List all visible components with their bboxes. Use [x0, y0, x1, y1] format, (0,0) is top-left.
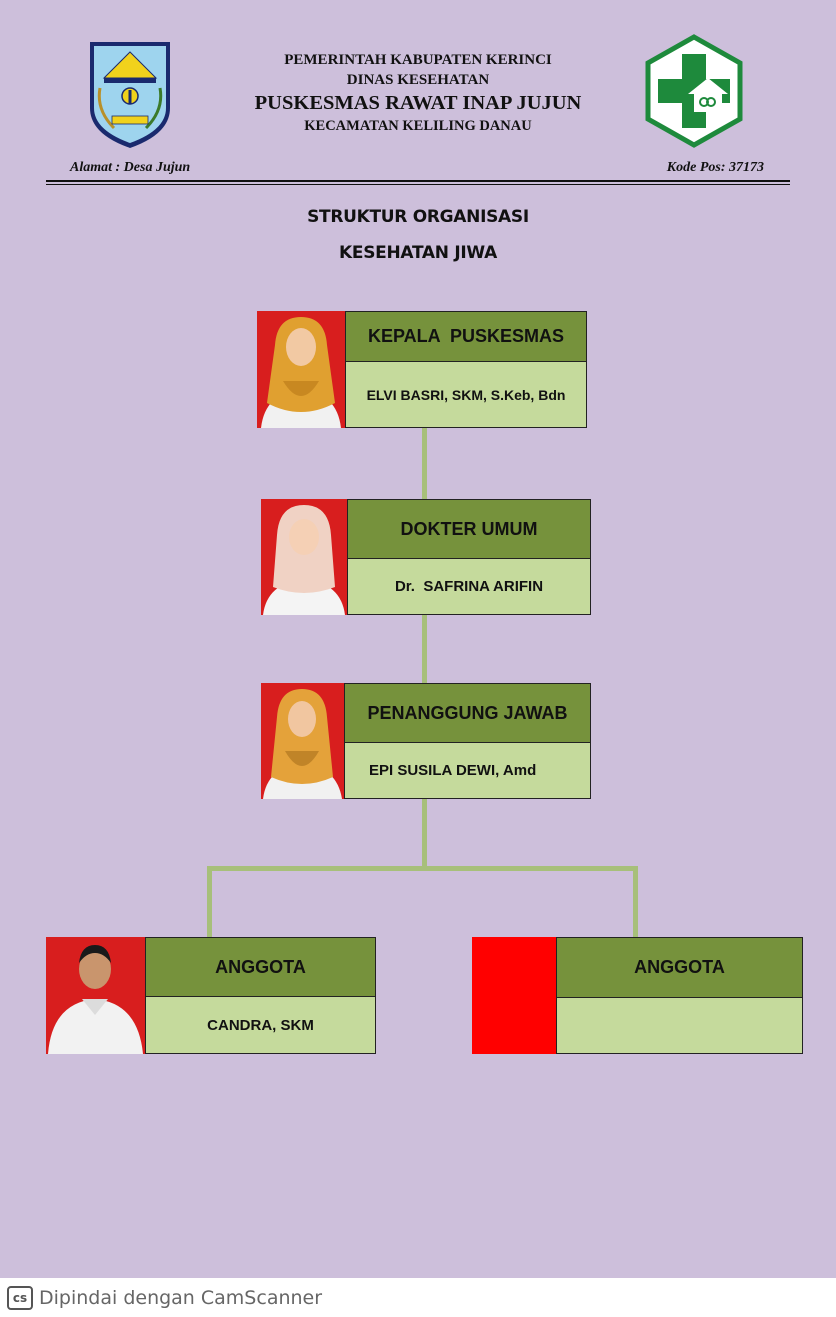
letterhead-text: PEMERINTAH KABUPATEN KERINCI DINAS KESEH…	[180, 50, 656, 136]
letterhead-line-4: KECAMATAN KELILING DANAU	[304, 118, 532, 134]
org-node-doctor: DOKTER UMUM Dr. SAFRINA ARIFIN	[261, 499, 591, 615]
document-page: PEMERINTAH KABUPATEN KERINCI DINAS KESEH…	[0, 0, 836, 1278]
connector-head-doctor	[422, 427, 427, 500]
letterhead-line-3: PUSKESMAS RAWAT INAP JUJUN	[254, 92, 582, 114]
postal-code-text: Kode Pos: 37173	[666, 160, 764, 175]
photo-member-1	[46, 937, 145, 1054]
camscanner-logo-icon: cs	[7, 1285, 33, 1310]
org-node-member-2: ANGGOTA	[472, 937, 803, 1054]
address-text: Alamat : Desa Jujun	[70, 160, 191, 175]
connector-doctor-responsible	[422, 614, 427, 683]
connector-bus-member1	[207, 866, 212, 938]
name-label: ELVI BASRI, SKM, S.Keb, Bdn	[345, 362, 587, 428]
puskesmas-cross-logo-icon	[645, 34, 743, 148]
photo-responsible	[261, 683, 344, 799]
photo-placeholder-member-2	[472, 937, 556, 1054]
person-photo-icon	[257, 311, 345, 428]
letterhead-rule-thick	[46, 180, 790, 182]
person-photo-icon	[261, 499, 347, 615]
kerinci-regency-emblem-icon	[90, 42, 170, 148]
name-label	[556, 998, 803, 1054]
org-node-head: KEPALA PUSKESMAS ELVI BASRI, SKM, S.Keb,…	[257, 311, 587, 428]
person-photo-icon	[46, 937, 145, 1054]
photo-head	[257, 311, 345, 428]
scanner-watermark-text: Dipindai dengan CamScanner	[39, 1286, 323, 1309]
role-label: ANGGOTA	[556, 937, 803, 998]
letterhead-line-2: DINAS KESEHATAN	[346, 72, 490, 88]
person-photo-icon	[261, 683, 344, 799]
role-label: KEPALA PUSKESMAS	[345, 311, 587, 362]
scanner-footer: cs Dipindai dengan CamScanner	[0, 1278, 836, 1317]
letterhead-rule-thin	[46, 184, 790, 185]
role-label: PENANGGUNG JAWAB	[344, 683, 591, 743]
role-label: DOKTER UMUM	[347, 499, 591, 559]
connector-horizontal-bus	[207, 866, 638, 871]
connector-responsible-bus	[422, 798, 427, 868]
name-label: Dr. SAFRINA ARIFIN	[347, 559, 591, 615]
connector-bus-member2	[633, 866, 638, 938]
letterhead-line-1: PEMERINTAH KABUPATEN KERINCI	[284, 52, 552, 68]
photo-doctor	[261, 499, 347, 615]
org-node-member-1: ANGGOTA CANDRA, SKM	[46, 937, 376, 1054]
chart-title: STRUKTUR ORGANISASI	[307, 207, 529, 227]
name-label: EPI SUSILA DEWI, Amd	[344, 743, 591, 799]
chart-subtitle: KESEHATAN JIWA	[339, 243, 497, 263]
role-label: ANGGOTA	[145, 937, 376, 997]
name-label: CANDRA, SKM	[145, 997, 376, 1054]
org-node-responsible: PENANGGUNG JAWAB EPI SUSILA DEWI, Amd	[261, 683, 591, 799]
